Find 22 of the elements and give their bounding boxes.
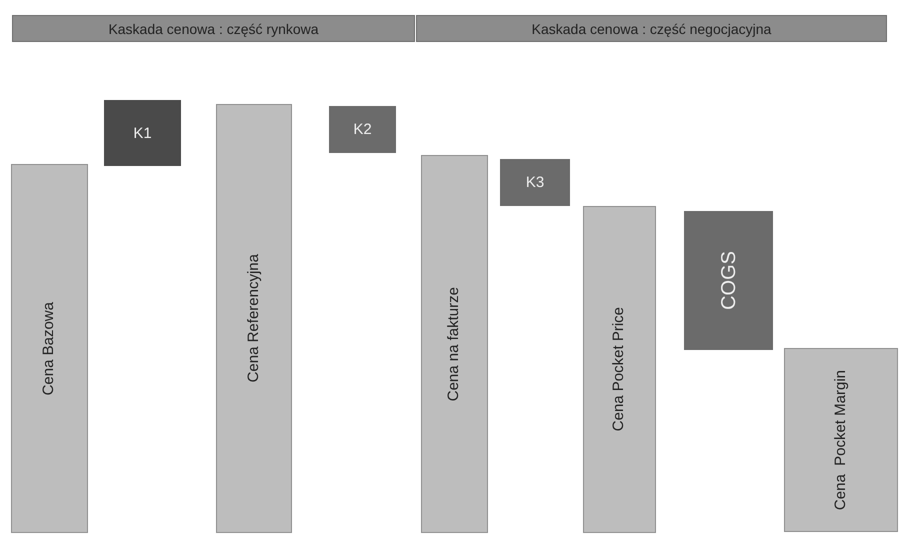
price-bar xyxy=(11,164,88,533)
bar-label: Cena Pocket Margin xyxy=(830,370,850,510)
cost-block xyxy=(684,211,773,350)
bar-label: Cena Bazowa xyxy=(39,302,58,396)
bar-label: K2 xyxy=(353,121,372,138)
section-header xyxy=(416,15,887,42)
price-bar xyxy=(784,348,898,532)
bar-label: K3 xyxy=(526,174,544,191)
bar-label: Kaskada cenowa : część rynkowa xyxy=(108,20,319,36)
discount-block xyxy=(104,100,181,166)
bar-label: Cena Pocket Price xyxy=(609,307,628,432)
bar-label: Kaskada cenowa : część negocjacyjna xyxy=(532,20,772,36)
section-header xyxy=(12,15,415,42)
discount-block xyxy=(329,106,396,153)
bar-label: Cena na fakturze xyxy=(444,286,464,402)
price-bar xyxy=(216,104,292,533)
price-bar xyxy=(583,206,656,533)
bar-label: COGS xyxy=(716,251,740,310)
bar-label: Cena Referencyjna xyxy=(244,254,263,383)
discount-block xyxy=(500,159,570,206)
bar-label: K1 xyxy=(133,124,152,142)
price-bar xyxy=(421,155,488,533)
